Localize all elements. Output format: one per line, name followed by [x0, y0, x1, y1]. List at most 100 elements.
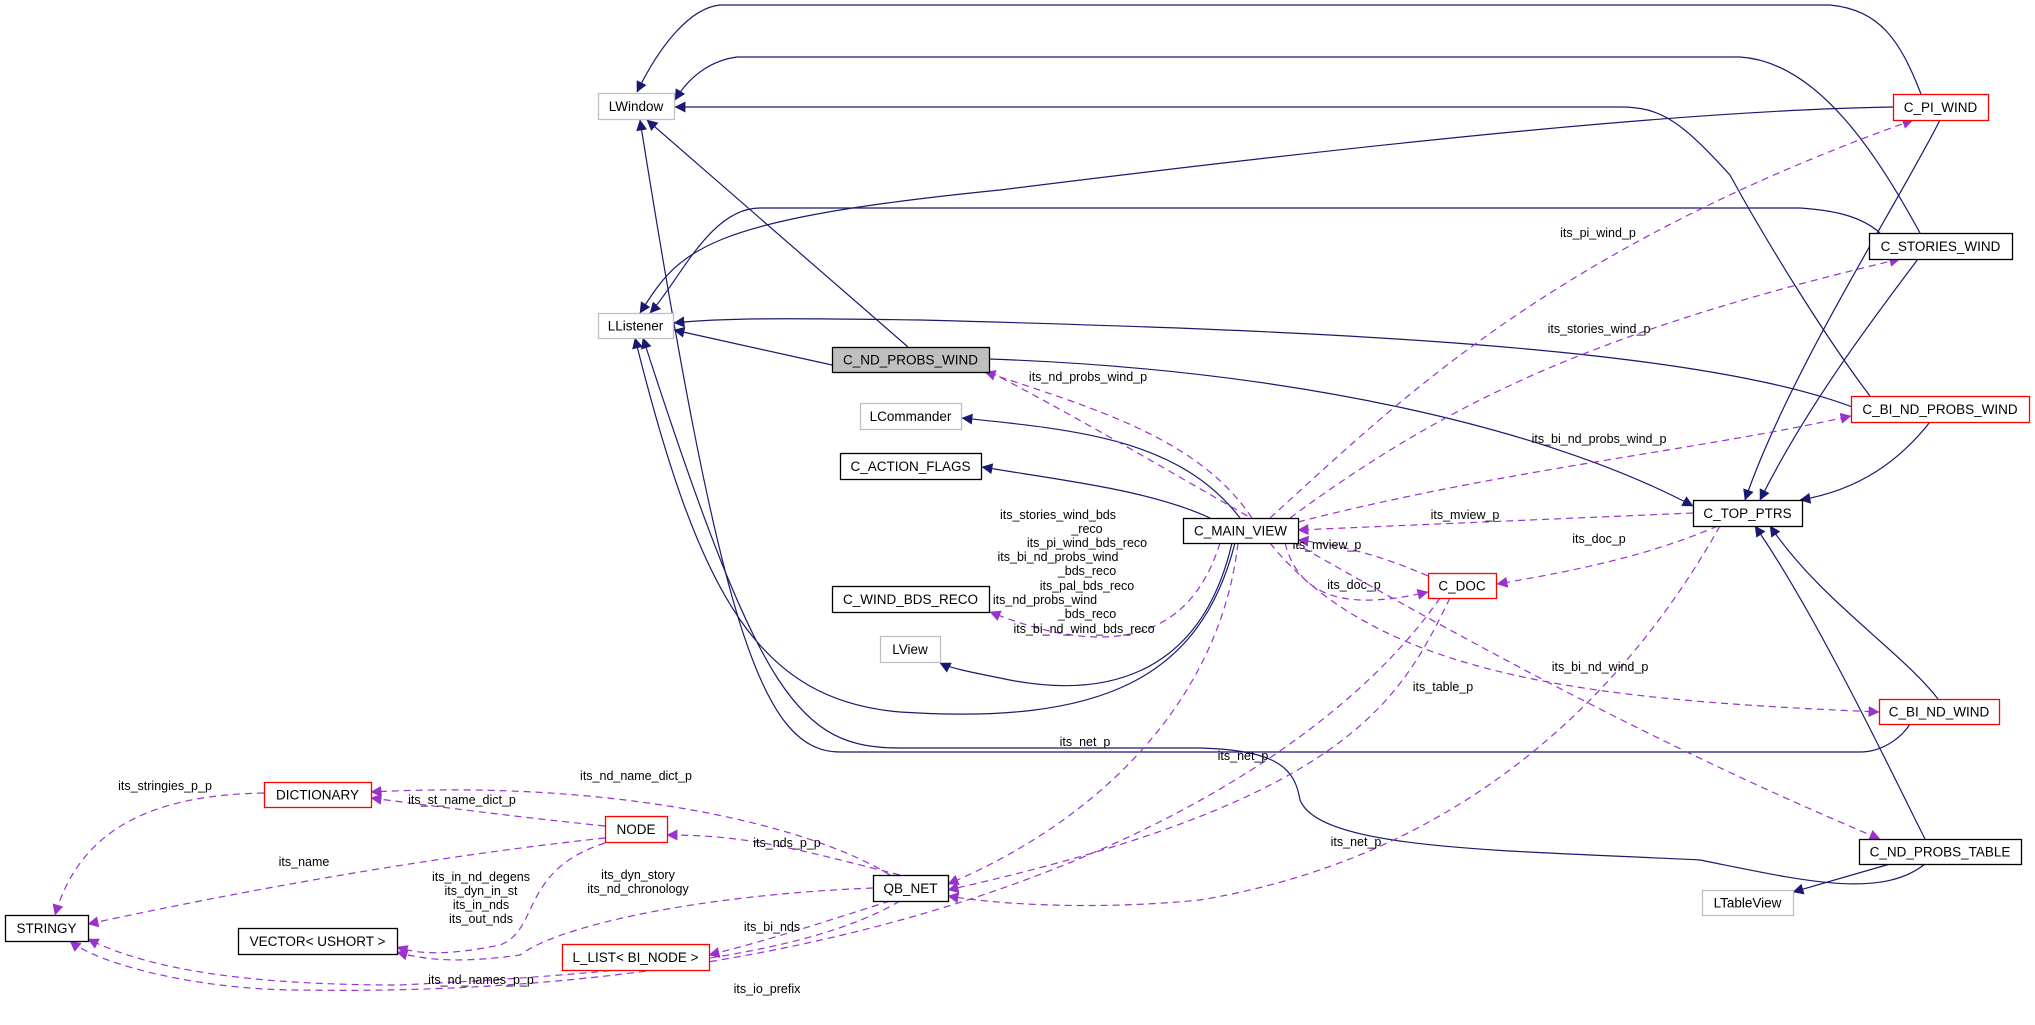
edge-label: its_pi_wind_p — [1560, 226, 1636, 240]
edges-layer — [52, 4, 1941, 991]
inheritance-edge-c-main-view-to-c-action-flags — [981, 463, 1211, 519]
class-node-lview[interactable]: LView — [879, 635, 942, 664]
class-node-vector-ushort[interactable]: VECTOR< USHORT > — [237, 927, 399, 956]
usage-edge-qb-net-to-dictionary — [370, 785, 891, 876]
class-node-l-list-bi-node[interactable]: L_LIST< BI_NODE > — [561, 943, 711, 972]
inheritance-edge-c-main-view-to-lcommander — [961, 413, 1241, 519]
class-node-lcommander[interactable]: LCommander — [859, 402, 963, 431]
class-node-c-wind-bds-reco[interactable]: C_WIND_BDS_RECO — [831, 585, 991, 614]
inheritance-edge-c-bi-nd-probs-wind-to-c-top-ptrs — [1799, 421, 1931, 504]
edge-label: its_nd_name_dict_p — [580, 769, 692, 783]
class-node-c-doc[interactable]: C_DOC — [1427, 572, 1498, 600]
edge-label: its_out_nds — [449, 912, 513, 926]
class-name: NODE — [616, 822, 655, 837]
inheritance-edge-c-main-view-to-llistener — [632, 337, 1236, 715]
inheritance-edge-c-pi-wind-to-llistener — [639, 106, 1894, 314]
edge-label: its_bi_nd_wind_p — [1552, 660, 1649, 674]
edge-label: its_in_nds — [453, 898, 509, 912]
edge-label: its_nd_names_p_p — [428, 973, 534, 987]
class-node-c-main-view[interactable]: C_MAIN_VIEW — [1182, 517, 1300, 545]
class-box — [1858, 838, 2023, 866]
class-box — [831, 585, 991, 614]
class-box — [263, 781, 373, 809]
edge-label: its_in_nd_degens — [432, 870, 530, 884]
edge-label: its_pi_wind_bds_reco — [1027, 536, 1147, 550]
edge-label: its_nd_chronology — [587, 882, 689, 896]
class-name: L_LIST< BI_NODE > — [572, 950, 698, 965]
class-box — [561, 943, 711, 972]
inheritance-edge-c-main-view-to-lview — [939, 542, 1233, 687]
edge-label: its_doc_p — [1572, 532, 1626, 546]
class-node-dictionary[interactable]: DICTIONARY — [263, 781, 373, 809]
class-box — [4, 914, 90, 943]
inheritance-edge-c-nd-probs-table-to-llistener — [640, 337, 1926, 885]
class-name: C_ACTION_FLAGS — [850, 459, 970, 474]
usage-edge-c-main-view-to-c-stories-wind — [1289, 256, 1901, 519]
edge-label: its_nd_probs_wind — [993, 593, 1097, 607]
usage-edge-c-main-view-to-c-doc — [1284, 542, 1429, 601]
class-node-c-nd-probs-table[interactable]: C_ND_PROBS_TABLE — [1858, 838, 2023, 866]
class-name: DICTIONARY — [276, 788, 359, 803]
class-node-c-top-ptrs[interactable]: C_TOP_PTRS — [1692, 499, 1804, 528]
class-box — [1701, 889, 1795, 917]
edge-label: its_doc_p — [1327, 578, 1381, 592]
edge-label: its_nd_probs_wind_p — [1029, 370, 1147, 384]
class-node-qb-net[interactable]: QB_NET — [872, 874, 950, 903]
edge-label: _bds_reco — [1057, 607, 1116, 621]
inheritance-edge-c-bi-nd-wind-to-lwindow — [636, 119, 1911, 753]
usage-edge-c-main-view-to-qb-net — [947, 542, 1239, 886]
class-box — [1692, 499, 1804, 528]
class-name: C_ND_PROBS_WIND — [843, 353, 978, 368]
class-name: C_BI_ND_PROBS_WIND — [1862, 402, 2018, 417]
edge-label: its_io_prefix — [734, 982, 801, 996]
class-name: STRINGY — [16, 921, 76, 936]
edge-label: its_bi_nds — [744, 920, 800, 934]
inheritance-edge-c-stories-wind-to-llistener — [649, 207, 1881, 314]
class-node-c-bi-nd-probs-wind[interactable]: C_BI_ND_PROBS_WIND — [1850, 395, 2031, 424]
class-box — [872, 874, 950, 903]
edge-label: its_mview_p — [1431, 508, 1500, 522]
class-box — [879, 635, 942, 664]
class-name: QB_NET — [883, 881, 937, 896]
class-name: C_DOC — [1438, 579, 1486, 594]
class-node-c-action-flags[interactable]: C_ACTION_FLAGS — [839, 452, 983, 481]
edge-label: its_net_p — [1331, 835, 1382, 849]
inheritance-edge-c-nd-probs-wind-to-llistener — [673, 326, 833, 366]
class-box — [1878, 698, 2001, 726]
class-node-lwindow[interactable]: LWindow — [597, 92, 676, 121]
edge-label: its_net_p — [1218, 749, 1269, 763]
class-node-c-stories-wind[interactable]: C_STORIES_WIND — [1868, 232, 2014, 261]
usage-edge-c-top-ptrs-to-c-doc — [1496, 525, 1719, 588]
usage-edge-c-doc-to-qb-net — [947, 597, 1451, 894]
edge-label: _bds_reco — [1057, 564, 1116, 578]
class-box — [1427, 572, 1498, 600]
class-node-stringy[interactable]: STRINGY — [4, 914, 90, 943]
edge-label: its_stringies_p_p — [118, 779, 212, 793]
usage-edge-c-doc-to-c-main-view — [1297, 535, 1429, 577]
class-node-c-bi-nd-wind[interactable]: C_BI_ND_WIND — [1878, 698, 2001, 726]
inheritance-edge-c-stories-wind-to-c-top-ptrs — [1759, 258, 1919, 501]
usage-edge-c-main-view-to-c-bi-nd-wind — [1269, 542, 1880, 718]
edge-label: its_mview_p — [1293, 538, 1362, 552]
inheritance-edge-c-bi-nd-probs-wind-to-lwindow — [674, 101, 1871, 397]
usage-edge-node-to-stringy — [87, 837, 606, 928]
class-node-ltableview[interactable]: LTableView — [1701, 889, 1795, 917]
class-box — [859, 402, 963, 431]
class-box — [1892, 93, 1990, 122]
class-box — [831, 346, 991, 374]
usage-edge-c-doc-to-stringy — [69, 597, 1441, 991]
usage-edge-c-top-ptrs-to-qb-net — [947, 525, 1721, 907]
edge-label: its_st_name_dict_p — [408, 793, 516, 807]
edge-label: its_stories_wind_bds — [1000, 508, 1116, 522]
edge-label: its_bi_nd_probs_wind — [998, 550, 1119, 564]
usage-edge-c-main-view-to-c-pi-wind — [1269, 118, 1914, 519]
inheritance-edge-c-bi-nd-wind-to-c-top-ptrs — [1769, 525, 1939, 700]
class-node-llistener[interactable]: LListener — [597, 312, 675, 340]
class-name: LTableView — [1714, 896, 1782, 911]
class-name: C_STORIES_WIND — [1881, 239, 2001, 254]
usage-edge-c-main-view-to-c-bi-nd-probs-wind — [1297, 412, 1852, 523]
class-node-c-pi-wind[interactable]: C_PI_WIND — [1892, 93, 1990, 122]
class-node-node[interactable]: NODE — [604, 815, 669, 844]
